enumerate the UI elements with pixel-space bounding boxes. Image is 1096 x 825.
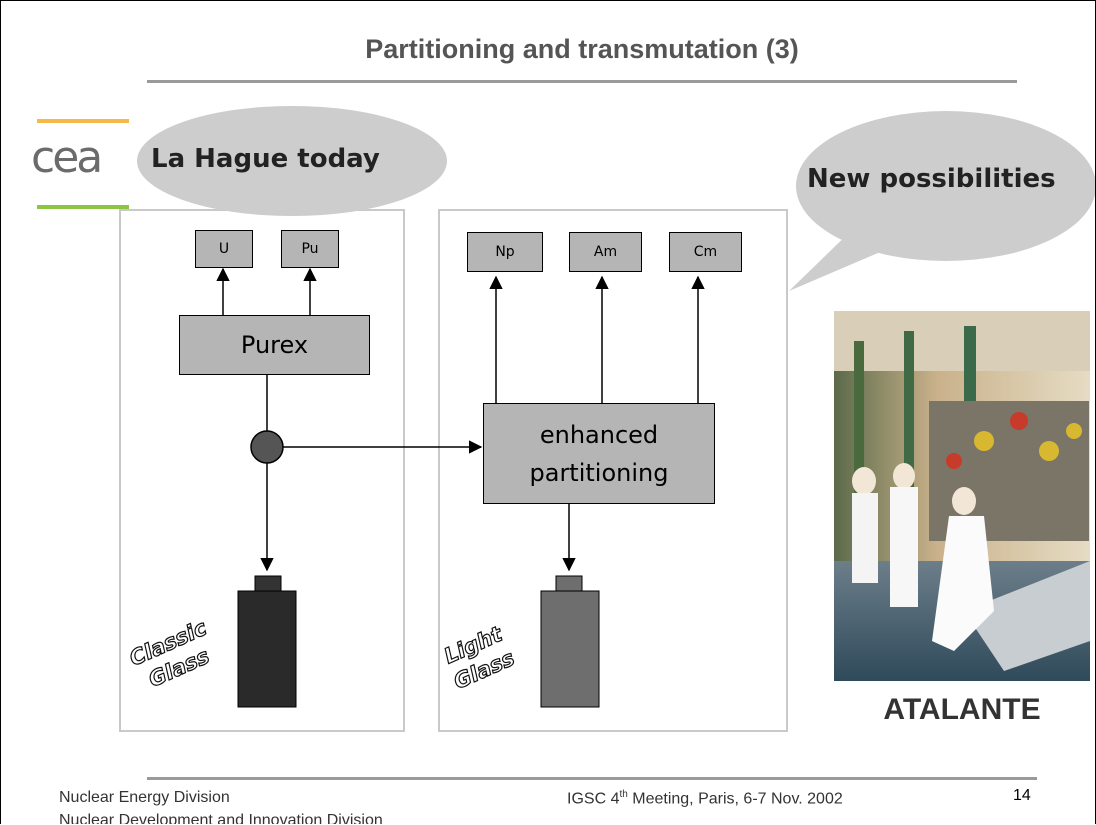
footer-meeting: IGSC 4th Meeting, Paris, 6-7 Nov. 2002 — [567, 789, 843, 808]
output-box-np: Np — [467, 232, 543, 272]
bubble-left-shape — [137, 106, 447, 216]
classic-glass-canister — [237, 590, 297, 708]
right-panel — [438, 209, 788, 732]
footer-meeting-sup: th — [619, 789, 628, 800]
classic-glass-cap — [254, 575, 282, 592]
bubble-right-shape — [796, 111, 1095, 261]
light-glass-canister — [540, 590, 600, 708]
atalante-photo-illustration — [834, 311, 1090, 681]
output-box-pu: Pu — [281, 230, 339, 268]
light-glass-cap — [555, 575, 583, 592]
output-box-u: U — [195, 230, 253, 268]
logo-top-bar — [37, 119, 129, 123]
enhanced-partitioning-box: enhanced partitioning — [483, 403, 715, 504]
footer-division-2: Nuclear Development and Innovation Divis… — [59, 812, 383, 824]
output-box-am: Am — [569, 232, 642, 272]
bubble-left-label: La Hague today — [151, 144, 380, 174]
footer-division-1: Nuclear Energy Division — [59, 789, 230, 806]
logo-text: cea — [31, 132, 103, 183]
purex-box: Purex — [179, 315, 370, 375]
output-box-cm: Cm — [669, 232, 742, 272]
slide-title: Partitioning and transmutation (3) — [365, 34, 799, 64]
footer-meeting-suffix: Meeting, Paris, 6-7 Nov. 2002 — [627, 790, 843, 808]
atalante-photo — [834, 311, 1090, 681]
footer-rule — [147, 777, 1037, 780]
split-node — [250, 430, 284, 464]
enhanced-line2: partitioning — [529, 458, 669, 487]
enhanced-line1: enhanced — [539, 420, 659, 449]
footer-meeting-prefix: IGSC 4 — [567, 790, 620, 808]
bubble-right-tail — [789, 226, 906, 291]
photo-caption: ATALANTE — [883, 693, 1041, 726]
bubble-right-label: New possibilities — [807, 164, 1056, 194]
title-rule — [147, 80, 1017, 83]
logo-bottom-bar — [37, 205, 129, 209]
page-number: 14 — [1013, 787, 1031, 804]
